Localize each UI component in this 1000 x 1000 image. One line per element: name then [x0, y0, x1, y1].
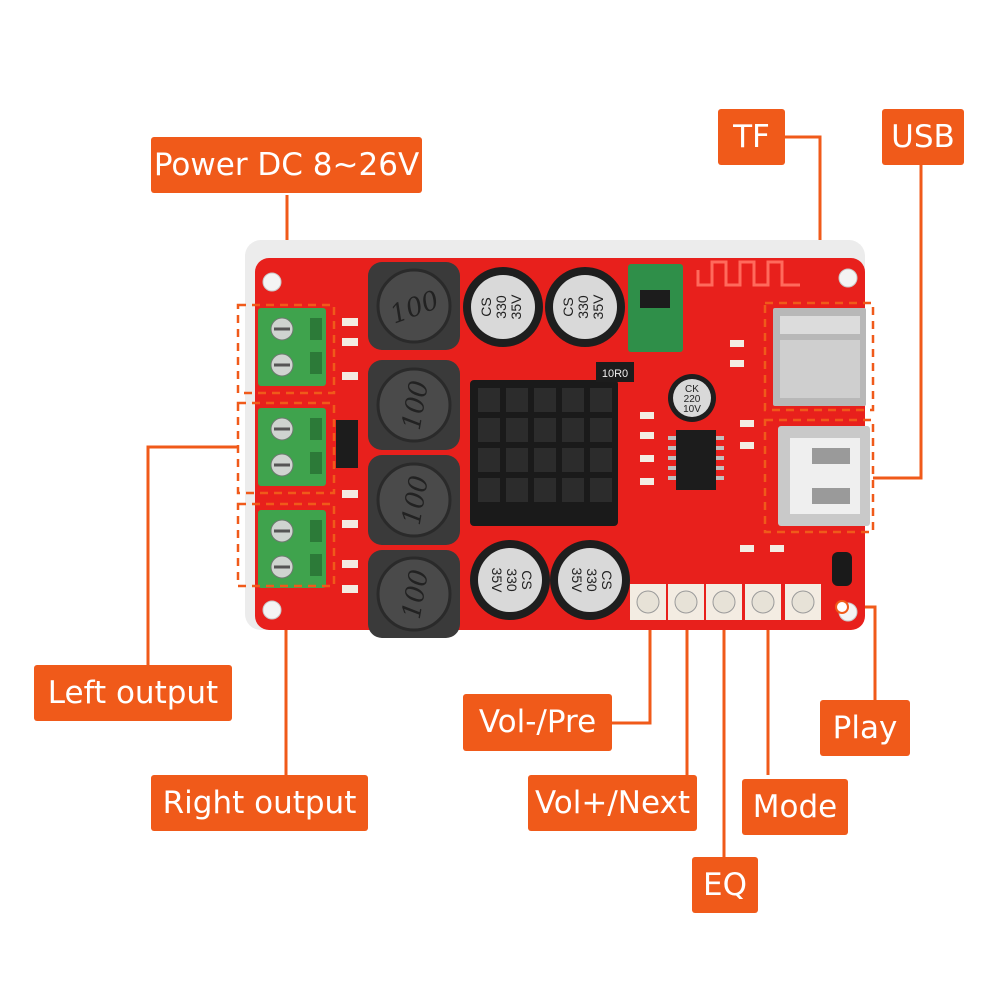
ir-receiver: [832, 552, 852, 586]
button-eq: [706, 584, 742, 620]
label-left-output: Left output: [34, 665, 232, 721]
terminal-block-left: [258, 408, 326, 486]
antenna-trace: [696, 260, 800, 287]
svg-text:CS33035V: CS33035V: [560, 294, 606, 320]
mount-hole: [262, 272, 282, 292]
label-usb: USB: [882, 109, 964, 165]
button-vol-pre: [630, 584, 666, 620]
inductor-2: 100: [368, 360, 460, 450]
mount-hole: [262, 600, 282, 620]
play-pointer-dot: [835, 600, 849, 614]
inductor-1: 100: [368, 262, 460, 350]
usb-port: [778, 426, 870, 526]
smd-parts-right: [640, 340, 784, 552]
tf-card-slot: [773, 308, 866, 406]
power-resistor: [596, 362, 634, 382]
label-tf: TF: [718, 109, 785, 165]
terminal-block-power: [258, 308, 326, 386]
terminal-block-right: [258, 510, 326, 588]
ic-chip: [668, 430, 724, 490]
capacitor-top-right: CS33035V: [545, 267, 625, 347]
button-vol-next: [668, 584, 704, 620]
heatsink: [470, 380, 618, 526]
resistor-marking: 10R0: [602, 368, 628, 380]
label-play: Play: [820, 700, 910, 756]
capacitor-bottom-right: CS33035V: [550, 540, 630, 620]
label-vol-pre: Vol-/Pre: [463, 694, 612, 751]
label-right-output: Right output: [151, 775, 368, 831]
label-power: Power DC 8~26V: [151, 137, 422, 193]
capacitor-top-left: CS33035V: [463, 267, 543, 347]
label-mode: Mode: [742, 779, 848, 835]
button-mode: [745, 584, 781, 620]
svg-text:CS33035V: CS33035V: [478, 294, 524, 320]
svg-text:CS33035V: CS33035V: [489, 568, 535, 594]
leader-left: [146, 445, 238, 665]
leader-usb: [873, 165, 923, 480]
inductor-3: 100: [368, 455, 460, 545]
button-play: [785, 584, 821, 620]
dc-dc-chip: [640, 290, 670, 308]
label-vol-next: Vol+/Next: [528, 775, 697, 831]
diode: [336, 420, 358, 468]
capacitor-bottom-left: CS33035V: [470, 540, 550, 620]
mount-hole: [838, 268, 858, 288]
smd-parts-left: [342, 318, 358, 593]
leader-lines: [146, 135, 923, 857]
leader-vol-pre: [612, 622, 652, 725]
dashed-outlines: [236, 301, 875, 588]
label-eq: EQ: [692, 857, 758, 913]
svg-text:CS33035V: CS33035V: [569, 568, 615, 594]
inductor-4: 100: [368, 550, 460, 638]
